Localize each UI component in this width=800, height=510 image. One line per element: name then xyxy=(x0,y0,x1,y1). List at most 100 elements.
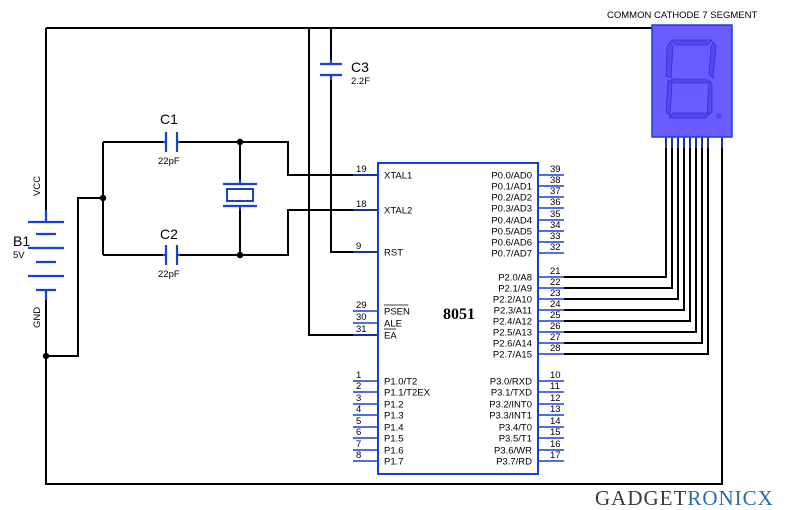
pin-number: 13 xyxy=(550,404,561,415)
pin-number: 10 xyxy=(550,370,561,381)
pin-number: 2 xyxy=(356,381,361,392)
pin-number: 34 xyxy=(550,220,561,231)
pin-label: P2.2/A10 xyxy=(493,295,532,306)
pin-number: 24 xyxy=(550,299,561,310)
pin-label: P0.1/AD1 xyxy=(491,182,532,193)
pin-number: 32 xyxy=(550,242,561,253)
svg-text:GADGETRONICX: GADGETRONICX xyxy=(595,486,774,510)
mcu-8051: 8051 19XTAL118XTAL29RST29PSEN30ALE31EA1P… xyxy=(353,162,564,475)
pin-number: 12 xyxy=(550,393,561,404)
pin-label: P0.5/AD5 xyxy=(491,227,532,238)
pin-number: 5 xyxy=(356,416,361,427)
pin-number: 9 xyxy=(356,241,361,252)
pin-number: 36 xyxy=(550,197,561,208)
display-title: COMMON CATHODE 7 SEGMENT xyxy=(607,10,757,21)
pin-number: 25 xyxy=(550,310,561,321)
mcu-name: 8051 xyxy=(443,306,475,323)
segment xyxy=(668,112,710,119)
pin-label: P1.6 xyxy=(384,446,404,457)
segment xyxy=(708,41,717,79)
pin-label: P0.3/AD3 xyxy=(491,204,532,215)
pin-number: 23 xyxy=(550,288,561,299)
pin-label: P3.6/WR xyxy=(494,446,532,457)
segment xyxy=(665,41,674,79)
pin-label: P1.1/T2EX xyxy=(384,388,431,399)
pin-number: 22 xyxy=(550,277,561,288)
pin-label: P1.4 xyxy=(384,423,404,434)
pin-label: P3.2/INT0 xyxy=(489,400,532,411)
pin-number: 11 xyxy=(550,381,560,392)
pin-number: 18 xyxy=(356,199,367,210)
pin-label: P0.2/AD2 xyxy=(491,193,532,204)
pin-number: 3 xyxy=(356,393,361,404)
pin-number: 7 xyxy=(356,439,361,450)
pin-label: RST xyxy=(384,248,403,259)
pin-number: 8 xyxy=(356,450,361,461)
capacitor-c3: C3 2.2F xyxy=(320,59,370,87)
pin-number: 29 xyxy=(356,300,367,311)
c3-name: C3 xyxy=(351,59,369,75)
pin-label: P0.6/AD6 xyxy=(491,238,532,249)
pin-label: P0.4/AD4 xyxy=(491,216,532,227)
pin-label: P2.4/A12 xyxy=(493,317,532,328)
pin-label: P0.0/AD0 xyxy=(491,171,532,182)
pin-label: P2.6/A14 xyxy=(493,339,532,350)
pin-number: 39 xyxy=(550,164,561,175)
c1-value: 22pF xyxy=(158,156,180,167)
brand-logo: GADGETRONICX xyxy=(595,486,774,510)
capacitor-c2: C2 22pF xyxy=(158,226,180,280)
pin-number: 38 xyxy=(550,175,561,186)
battery-name: B1 xyxy=(13,233,30,249)
pin-number: 33 xyxy=(550,231,561,242)
pin-number: 35 xyxy=(550,209,561,220)
pin-label: P1.0/T2 xyxy=(384,377,417,388)
battery-b1: B1 5V VCC GND xyxy=(13,176,64,328)
pin-label: P3.0/RXD xyxy=(490,377,532,388)
pin-label: PSEN xyxy=(384,307,410,318)
pin-label: P2.3/A11 xyxy=(494,306,532,317)
pin-number: 6 xyxy=(356,427,361,438)
wires xyxy=(45,27,723,485)
display-segments xyxy=(665,39,723,148)
pin-number: 28 xyxy=(550,343,561,354)
segment xyxy=(669,78,709,84)
pin-label: P3.3/INT1 xyxy=(489,411,532,422)
segment xyxy=(670,39,713,46)
pin-label: P2.5/A13 xyxy=(493,328,532,339)
pin-label: P3.7/RD xyxy=(496,457,532,468)
junctions xyxy=(42,138,244,360)
seven-segment-display: COMMON CATHODE 7 SEGMENT xyxy=(607,10,757,148)
pin-label: P3.4/T0 xyxy=(499,423,532,434)
pin-label: P2.7/A15 xyxy=(493,350,532,361)
pin-number: 31 xyxy=(356,324,367,335)
pin-number: 4 xyxy=(356,404,361,415)
brand-part2: RONICX xyxy=(687,486,774,510)
pin-label: ALE xyxy=(384,319,402,330)
c3-value: 2.2F xyxy=(351,76,370,87)
pin-label: P1.2 xyxy=(384,400,404,411)
mcu-left-pins: 19XTAL118XTAL29RST29PSEN30ALE31EA1P1.0/T… xyxy=(353,164,431,468)
c2-value: 22pF xyxy=(158,269,180,280)
brand-part1: GADGET xyxy=(595,486,687,510)
pin-number: 37 xyxy=(550,186,561,197)
pin-number: 27 xyxy=(550,332,561,343)
pin-number: 17 xyxy=(550,450,561,461)
c2-name: C2 xyxy=(160,226,178,242)
gnd-label: GND xyxy=(32,307,43,328)
pin-label: P2.0/A8 xyxy=(498,273,532,284)
pin-number: 19 xyxy=(356,164,367,175)
pin-label: P3.5/T1 xyxy=(499,434,532,445)
capacitor-c1: C1 22pF xyxy=(158,111,180,167)
pin-label: P0.7/AD7 xyxy=(491,249,532,260)
c1-name: C1 xyxy=(160,111,178,127)
pin-label: XTAL2 xyxy=(384,206,412,217)
pin-number: 14 xyxy=(550,416,561,427)
pin-number: 21 xyxy=(550,266,561,277)
pin-number: 16 xyxy=(550,439,561,450)
pin-number: 1 xyxy=(356,370,361,381)
pin-label: P3.1/TXD xyxy=(491,388,532,399)
pin-number: 15 xyxy=(550,427,561,438)
pin-label: EA xyxy=(384,331,397,342)
